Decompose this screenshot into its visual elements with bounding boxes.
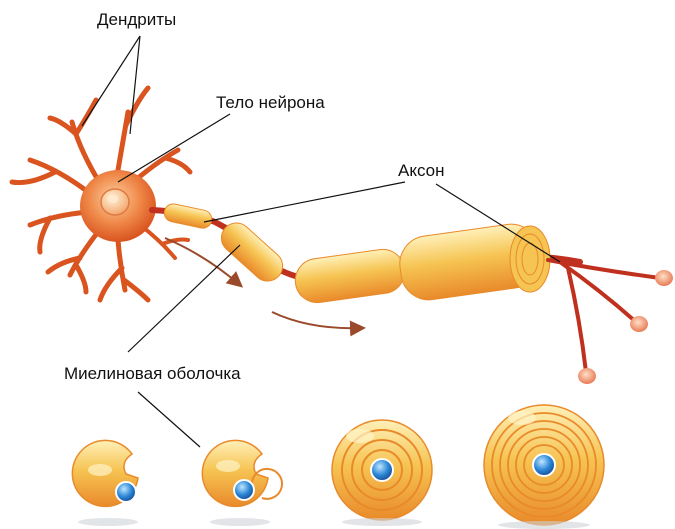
myelination-stage-4 [484, 405, 604, 525]
axon-terminals [548, 260, 660, 372]
dendrite-branch [48, 232, 98, 292]
myelination-stage-2 [202, 440, 282, 506]
label-axon: Аксон [398, 161, 445, 181]
dendrite-branch [12, 160, 92, 195]
myelin-segments [163, 202, 550, 305]
label-dendrites: Дендриты [97, 10, 176, 30]
dendrite-branch [100, 240, 148, 300]
label-neuron-body: Тело нейрона [216, 93, 325, 113]
dendrite-branch [30, 212, 88, 252]
myelination-stage-3 [332, 420, 432, 520]
label-myelin-sheath: Миелиновая оболочка [64, 364, 241, 384]
neuron-body [80, 170, 156, 242]
myelination-stage-1 [72, 440, 138, 506]
dendrite-branch [140, 225, 188, 258]
stage-shadows [78, 518, 590, 529]
